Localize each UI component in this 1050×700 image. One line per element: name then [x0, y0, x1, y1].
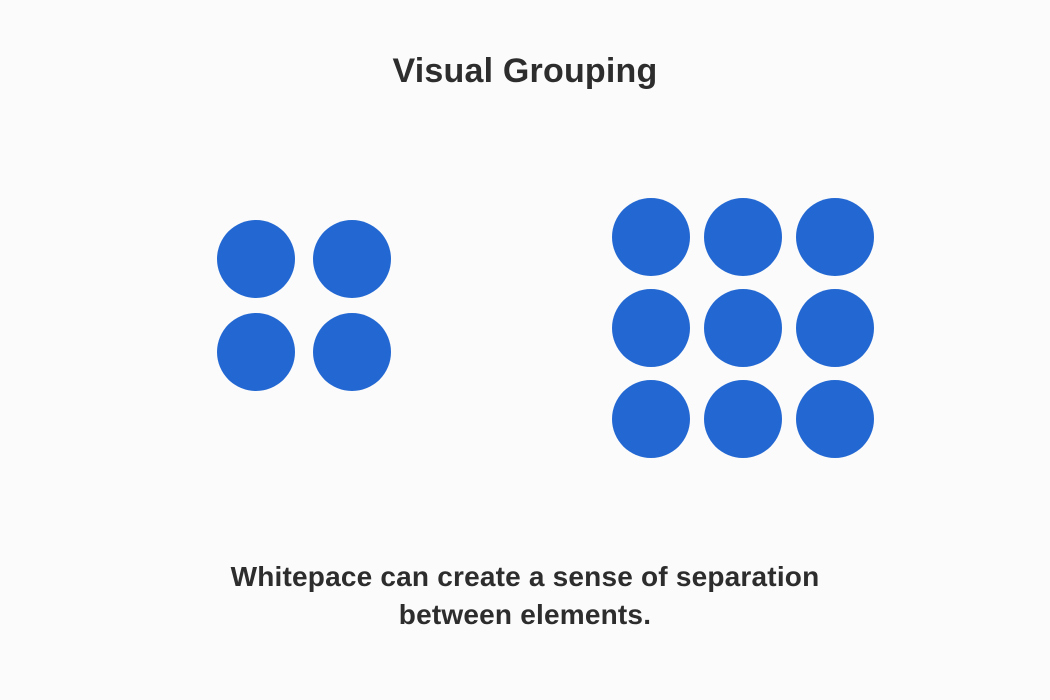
- dot-group-2x2: [217, 220, 391, 391]
- dot: [796, 289, 874, 367]
- dot: [796, 380, 874, 458]
- caption-line-1: Whitepace can create a sense of separati…: [230, 561, 820, 592]
- dot: [612, 289, 690, 367]
- page-title: Visual Grouping: [392, 52, 658, 90]
- caption: Whitepace can create a sense of separati…: [0, 558, 1050, 634]
- dot: [313, 313, 391, 391]
- dot: [217, 220, 295, 298]
- dot-group-3x3: [612, 198, 874, 458]
- dot: [612, 198, 690, 276]
- dot: [313, 220, 391, 298]
- caption-line-2: between elements.: [398, 599, 652, 630]
- dot: [704, 198, 782, 276]
- dot: [612, 380, 690, 458]
- dot: [704, 289, 782, 367]
- dot: [796, 198, 874, 276]
- dot: [217, 313, 295, 391]
- dot: [704, 380, 782, 458]
